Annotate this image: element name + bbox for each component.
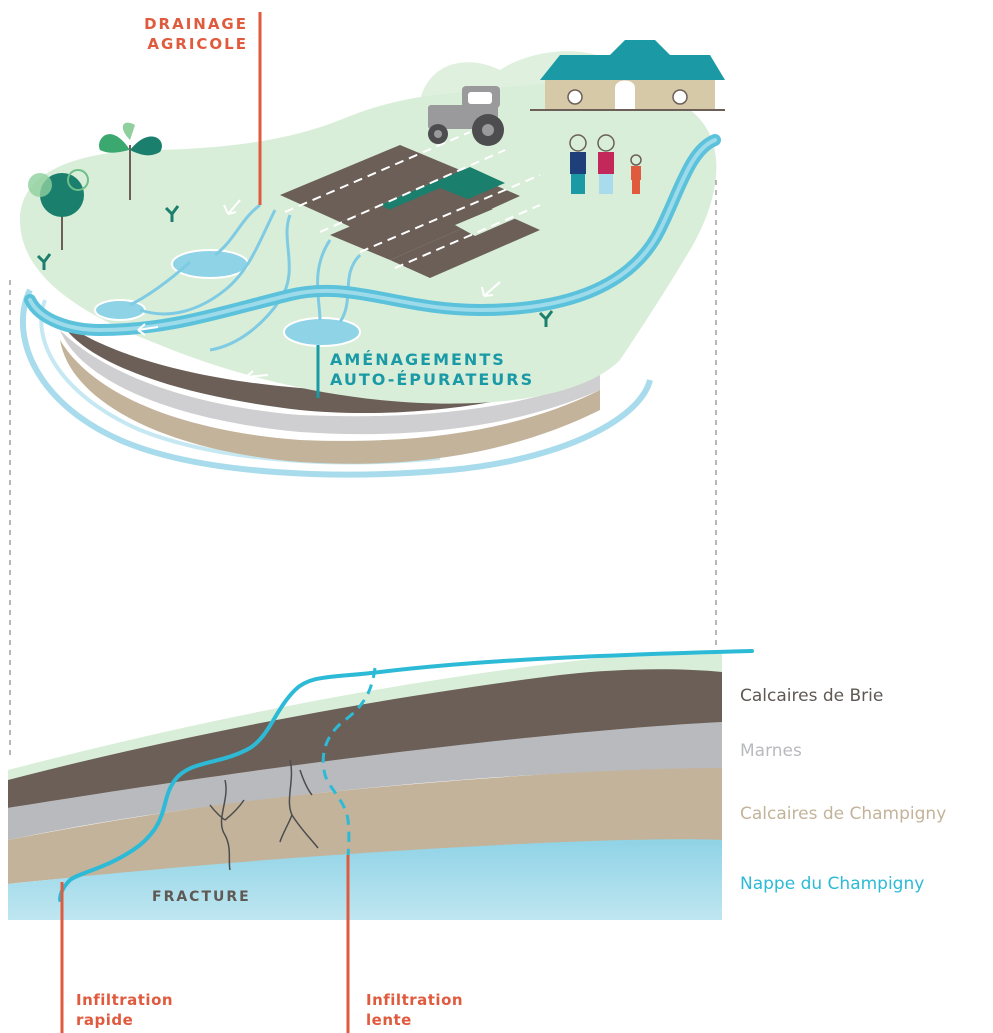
layer-label-marnes: Marnes <box>740 741 802 761</box>
sprout-icon <box>36 253 52 270</box>
pond-1 <box>171 249 249 279</box>
island-soil-grey <box>60 330 600 435</box>
field-dash-2 <box>319 149 506 233</box>
landscape-island <box>20 40 725 478</box>
field-5 <box>390 212 540 278</box>
layer-calcaires-brie <box>8 669 722 808</box>
water-ring-outer <box>20 288 653 478</box>
sprouts <box>36 205 554 327</box>
trees <box>28 122 162 250</box>
layer-marnes <box>8 722 722 840</box>
pond-3 <box>283 317 361 347</box>
layer-calcaires-champigny <box>8 768 722 884</box>
layer-label-calcaires-brie: Calcaires de Brie <box>740 686 884 706</box>
fields <box>280 131 541 278</box>
amenagements-label-line1: AMÉNAGEMENTS <box>330 350 506 369</box>
island-soil-beige <box>60 340 600 464</box>
drainage-label-line1: DRAINAGE <box>144 15 248 33</box>
infiltration-path-rapide <box>58 649 754 902</box>
layer-label-calcaires-champigny: Calcaires de Champigny <box>740 804 947 824</box>
flow-arrow-icon <box>137 323 159 336</box>
field-6 <box>455 202 530 236</box>
infiltration-lente-label: Infiltration lente <box>366 990 463 1030</box>
field-dash-4 <box>394 204 541 269</box>
flow-arrow-icon <box>245 370 269 383</box>
tree-icon <box>99 134 130 153</box>
infiltration-lente-line2: lente <box>366 1011 412 1029</box>
infiltration-lente-line1: Infiltration <box>366 991 464 1009</box>
tractor-icon <box>428 86 504 146</box>
amenagements-label: AMÉNAGEMENTS AUTO-ÉPURATEURS <box>330 350 534 390</box>
sprout-icon <box>164 205 180 222</box>
infiltration-rapide-line1: Infiltration <box>76 991 174 1009</box>
field-4 <box>330 188 500 260</box>
flow-arrow-icon <box>223 199 241 215</box>
farmhouse-icon <box>530 40 725 111</box>
infiltration-rapide-line2: rapide <box>76 1011 134 1029</box>
infiltration-rapide-label: Infiltration rapide <box>76 990 173 1030</box>
field-dash-3 <box>359 174 541 253</box>
drainage-label-line2: AGRICOLE <box>147 35 248 53</box>
field-1 <box>280 145 460 222</box>
infiltration-path-lente <box>321 667 377 863</box>
sprout-icon <box>538 310 554 327</box>
layer-nappe <box>8 839 722 920</box>
cross-section <box>8 649 754 1033</box>
field-dash-1 <box>284 131 471 213</box>
family-icon <box>569 134 642 194</box>
flow-arrow-icon <box>481 281 501 297</box>
river-core <box>28 138 717 333</box>
drainage-label: DRAINAGE AGRICOLE <box>120 14 248 54</box>
fractures <box>209 759 319 871</box>
pond-2 <box>94 299 146 321</box>
flow-arrows <box>137 199 501 383</box>
layer-label-nappe: Nappe du Champigny <box>740 874 925 894</box>
fracture-label: FRACTURE <box>152 889 251 905</box>
amenagements-label-line2: AUTO-ÉPURATEURS <box>330 370 535 389</box>
